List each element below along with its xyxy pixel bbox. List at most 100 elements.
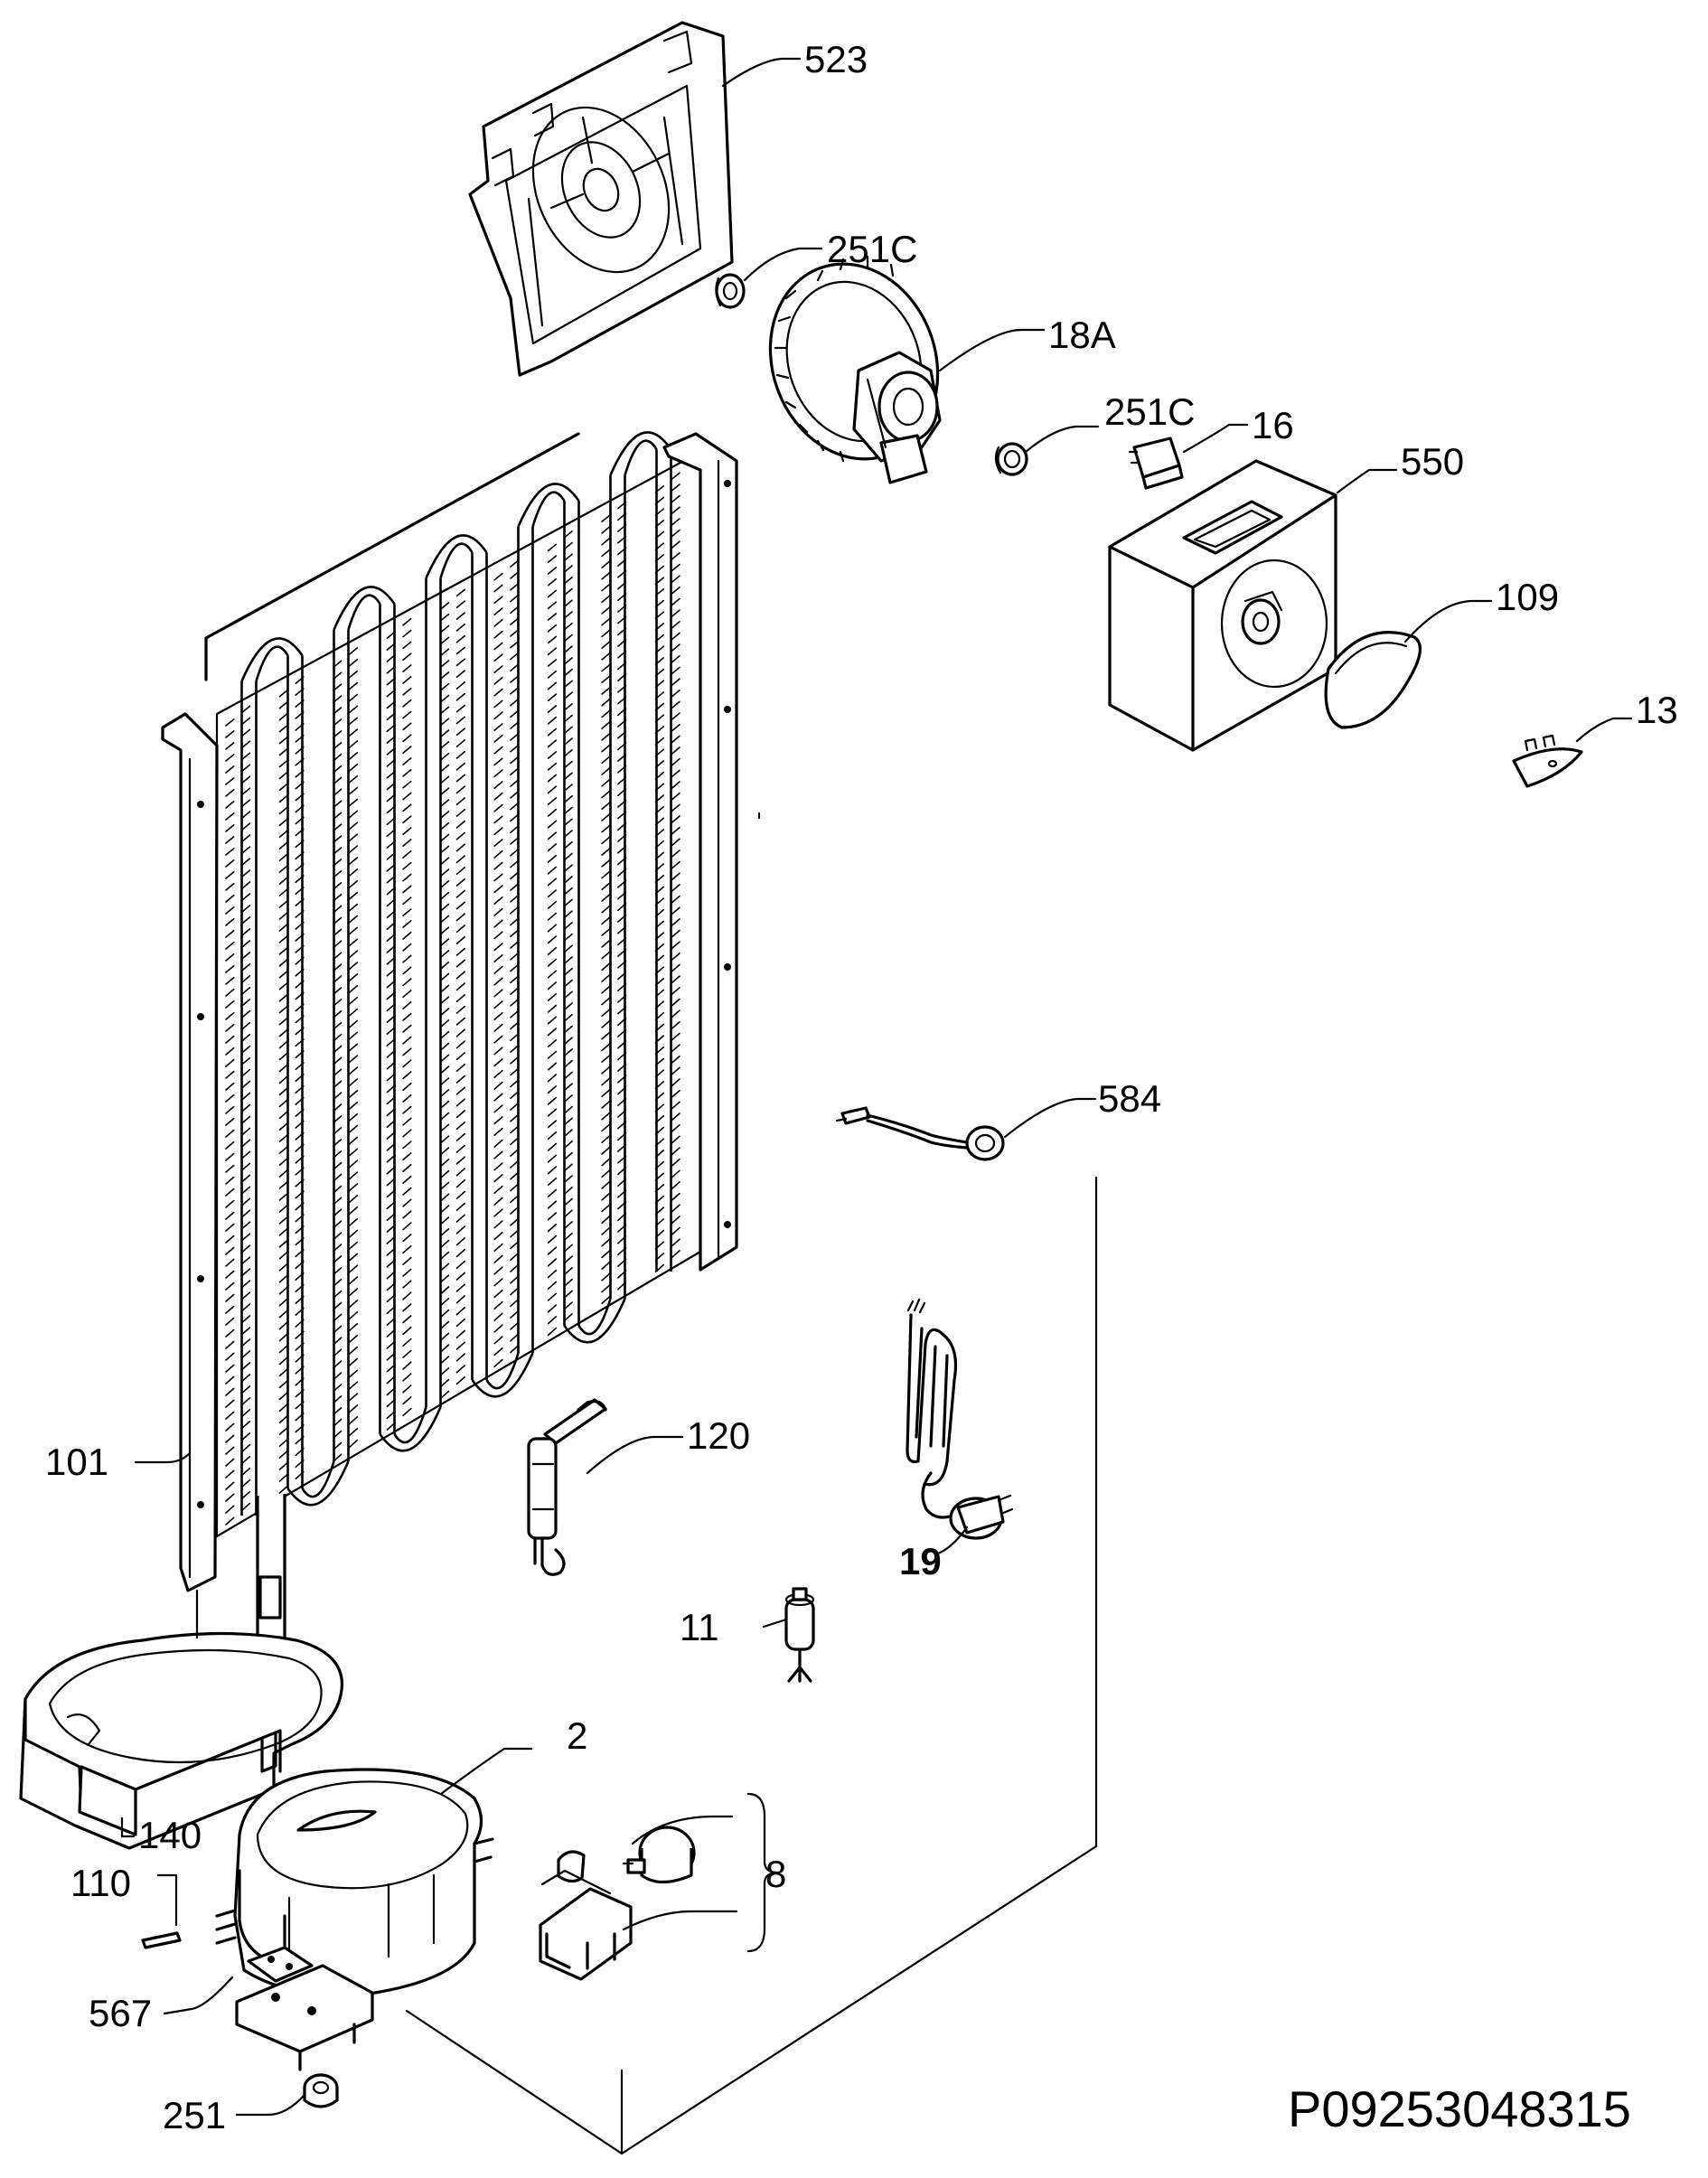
condenser-fin-mark	[671, 587, 680, 595]
condenser-fin-mark	[278, 783, 288, 792]
condenser-fin-mark	[348, 1439, 359, 1449]
condenser-fin-mark	[601, 1238, 611, 1247]
condenser-fin-mark	[225, 1317, 235, 1326]
condenser-fin-mark	[402, 1082, 412, 1092]
condenser-fin-mark	[547, 1315, 558, 1325]
condenser-fin-mark	[278, 1251, 288, 1260]
condenser-fin-mark	[348, 1136, 359, 1145]
condenser-fin-mark	[240, 1033, 251, 1042]
condenser-fin-mark	[225, 1141, 235, 1150]
condenser-fin-mark	[547, 1108, 558, 1117]
condenser-fin-mark	[547, 1177, 558, 1187]
condenser-fin-mark	[402, 780, 412, 789]
condenser-fin-mark	[348, 658, 359, 667]
condenser-fin-mark	[278, 1391, 288, 1401]
condenser-fin-mark	[225, 1199, 235, 1208]
condenser-fin-mark	[439, 868, 450, 878]
condenser-fin-mark	[225, 1458, 235, 1467]
condenser-fin-mark	[439, 1147, 450, 1156]
condenser-tube-bend	[333, 586, 396, 631]
condenser-fin-mark	[348, 681, 359, 690]
condenser-fin-mark	[225, 929, 235, 938]
condenser-fin-mark	[439, 950, 450, 958]
condenser-fin-mark	[601, 744, 611, 753]
condenser-fin-mark	[439, 938, 450, 947]
condenser-fin-mark	[402, 710, 412, 719]
condenser-fin-mark	[240, 834, 251, 843]
condenser-fin-mark	[348, 1357, 359, 1366]
condenser-fin-mark	[278, 1005, 288, 1014]
condenser-tube-bend	[240, 637, 304, 682]
condenser-fin-mark	[240, 1080, 251, 1089]
condenser-fin-mark	[563, 1290, 573, 1299]
part-19-power-cord	[906, 1298, 1014, 1540]
condenser-fin-mark	[439, 648, 450, 657]
condenser-fin-mark	[278, 736, 288, 745]
condenser-fin-mark	[455, 1272, 466, 1281]
condenser-fin-mark	[455, 925, 466, 934]
condenser-fin-mark	[348, 1078, 359, 1087]
condenser-fin-mark	[455, 947, 466, 956]
condenser-fin-mark	[402, 978, 412, 987]
condenser-fin-mark	[601, 778, 611, 787]
condenser-fin-mark	[278, 1321, 288, 1330]
condenser-fin-mark	[439, 1216, 450, 1225]
condenser-fin-mark	[225, 824, 235, 832]
condenser-fin-mark	[493, 1324, 503, 1333]
condenser-fin-mark	[225, 1011, 235, 1020]
condenser-fin-mark	[455, 1156, 466, 1165]
condenser-fin-mark	[278, 1414, 288, 1424]
condenser-fin-mark	[225, 1469, 235, 1479]
condenser-fin-mark	[348, 670, 359, 679]
condenser-fin-mark	[671, 1112, 680, 1122]
condenser-fin-mark	[348, 915, 359, 924]
condenser-fin-mark	[439, 1251, 450, 1260]
part-584-sensor	[835, 1106, 1005, 1161]
condenser-fin-mark	[439, 1298, 450, 1307]
condenser-fin-mark	[671, 1158, 680, 1168]
condenser-fin-mark	[348, 950, 359, 959]
condenser-fin-mark	[225, 1129, 235, 1138]
condenser-fin-mark	[601, 721, 611, 729]
label-8: 8	[765, 1853, 786, 1895]
condenser-fin-mark	[348, 693, 359, 702]
condenser-fin-mark	[493, 676, 503, 685]
condenser-fin-mark	[348, 1253, 359, 1262]
condenser-fin-mark	[240, 1315, 251, 1324]
condenser-fin-mark	[278, 1345, 288, 1354]
condenser-fin-mark	[493, 769, 503, 778]
condenser-fin-mark	[278, 830, 288, 839]
condenser-fin-mark	[671, 472, 680, 481]
label-101: 101	[45, 1441, 108, 1483]
condenser-fin-mark	[402, 1268, 412, 1277]
condenser-fin-mark	[278, 1298, 288, 1307]
part-109-lamp-cover	[1324, 631, 1422, 729]
condenser-fin-mark	[493, 1174, 503, 1183]
condenser-fin-mark	[493, 1116, 503, 1125]
condenser-fin-mark	[493, 607, 503, 615]
condenser-fin-mark	[601, 1123, 611, 1132]
condenser-fin-mark	[547, 774, 558, 783]
condenser-fin-mark	[402, 1244, 412, 1254]
condenser-fin-mark	[671, 757, 680, 766]
condenser-fin-mark	[601, 905, 611, 914]
condenser-fin-mark	[225, 882, 235, 891]
condenser-fin-mark	[278, 1263, 288, 1272]
condenser-fin-mark	[601, 514, 611, 522]
condenser-fin-mark	[402, 1175, 412, 1184]
condenser-fin-mark	[225, 906, 235, 915]
condenser-fin-mark	[348, 717, 359, 726]
condenser-fin-mark	[671, 654, 680, 663]
condenser-fin-mark	[225, 1411, 235, 1420]
condenser-fin-mark	[439, 682, 450, 691]
condenser-fin-mark	[671, 746, 680, 756]
condenser-fin-mark	[601, 847, 611, 856]
condenser-fin-mark	[225, 1023, 235, 1032]
condenser-fin-mark	[348, 1043, 359, 1052]
condenser-tube-bend	[286, 1460, 350, 1507]
condenser-fin-mark	[225, 765, 235, 774]
condenser-fin-mark	[348, 845, 359, 854]
condenser-fin-mark	[439, 1378, 450, 1388]
condenser-fin-mark	[671, 1216, 680, 1225]
condenser-fin-mark	[402, 1407, 412, 1417]
